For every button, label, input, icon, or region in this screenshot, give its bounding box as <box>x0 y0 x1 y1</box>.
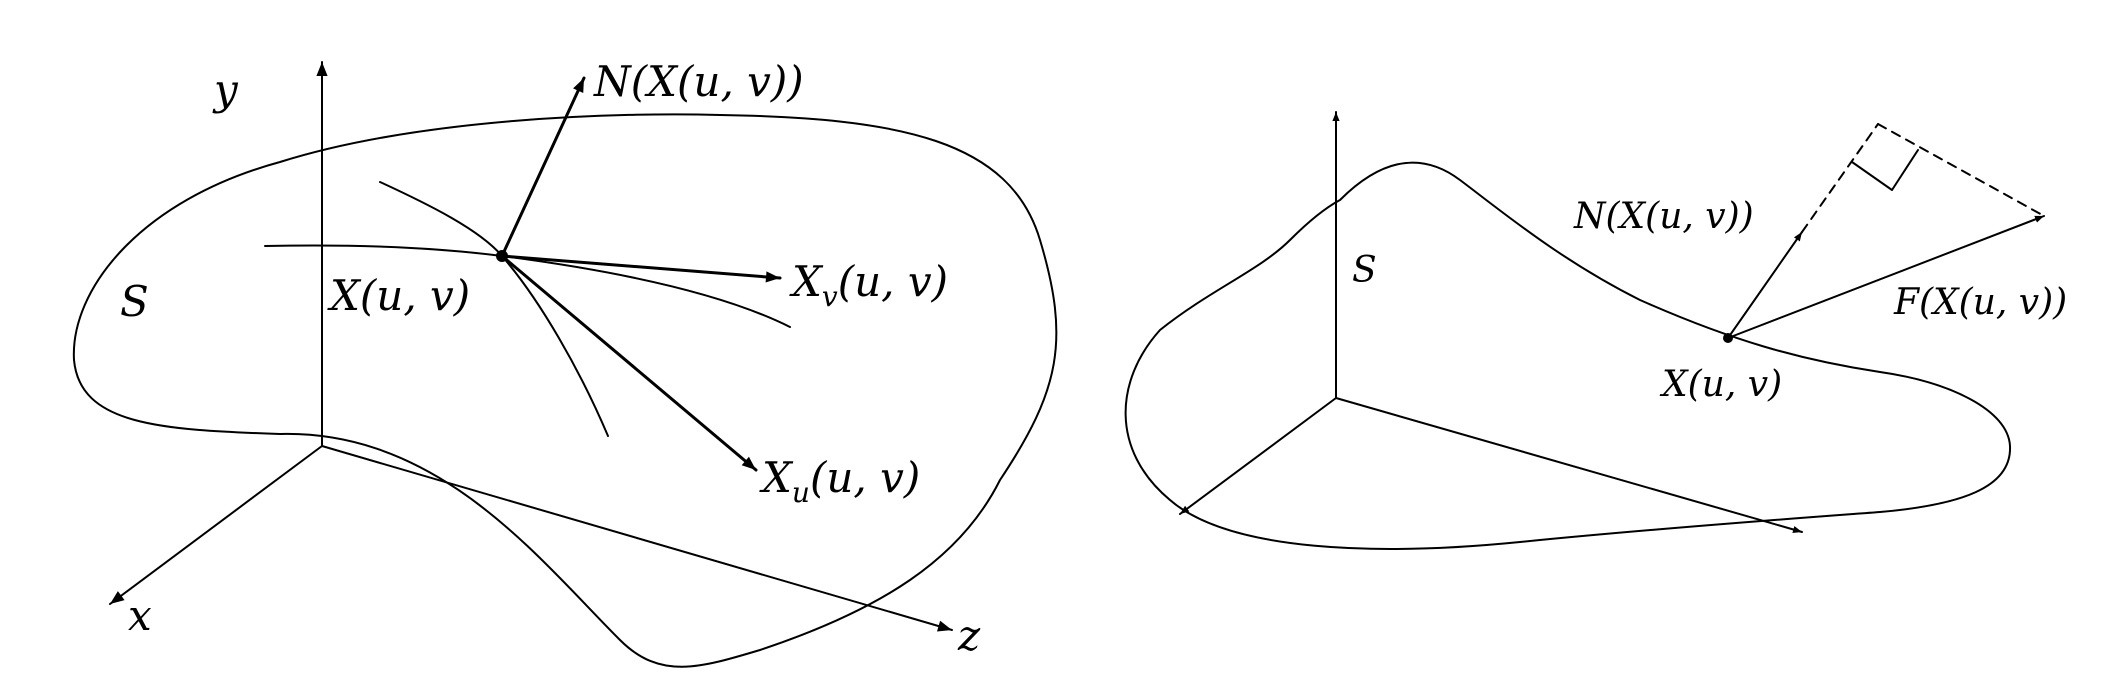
left-x-label: x <box>128 591 152 640</box>
right-surface-outline <box>1124 161 2012 550</box>
right-projection-line <box>1877 123 2045 217</box>
left-point-label: X(u, v) <box>327 271 470 320</box>
right-surface-label: S <box>1352 250 1377 291</box>
right-field-vector <box>1727 215 2045 339</box>
left-tangent-v-vector <box>500 254 782 283</box>
right-normal-vector <box>1727 231 1803 339</box>
left-point-dot <box>496 250 508 262</box>
right-field-label: F(X(u, v)) <box>1893 282 2067 323</box>
left-tangent-u-vector <box>500 254 758 472</box>
left-tangent-u-label: Xu(u, v) <box>759 453 920 509</box>
left-normal-vector <box>500 76 586 258</box>
left-z-label: z <box>957 611 981 660</box>
left-x-axis <box>109 445 323 605</box>
left-surface-label: S <box>120 277 149 326</box>
right-right-axis <box>1335 397 1803 533</box>
right-point-label: X(u, v) <box>1659 364 1782 405</box>
right-normal-extension <box>1801 123 1879 233</box>
left-tangent-v-label: Xv(u, v) <box>789 257 948 313</box>
right-normal-label: N(X(u, v)) <box>1573 196 1754 237</box>
right-left-axis <box>1179 397 1337 515</box>
right-point-dot <box>1723 333 1733 343</box>
left-panel: y x z S X(u, v) N(X(u, v)) Xv(u, v) Xu(u… <box>72 57 1058 668</box>
left-normal-label: N(X(u, v)) <box>593 57 804 106</box>
left-y-label: y <box>212 65 239 114</box>
left-z-axis <box>321 445 953 632</box>
right-panel: S N(X(u, v)) F(X(u, v)) X(u, v) <box>1124 111 2067 550</box>
left-surface-outline <box>72 113 1058 668</box>
right-angle-mark <box>1851 149 1919 191</box>
